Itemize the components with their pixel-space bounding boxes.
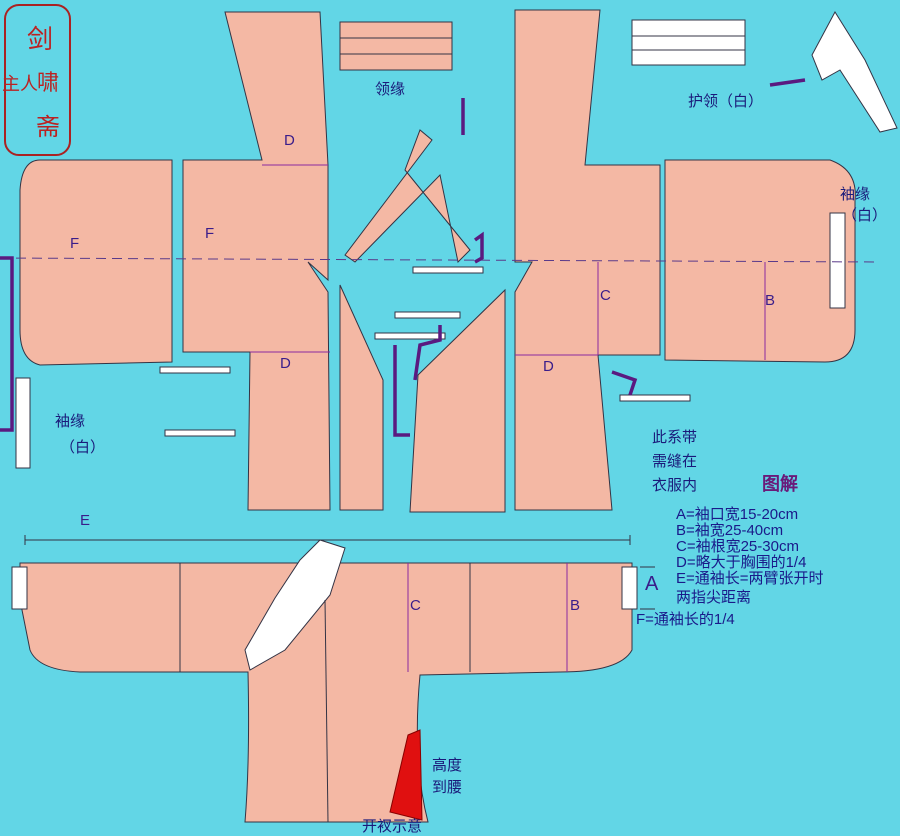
tie-strip bbox=[412, 266, 484, 274]
letter-a: A bbox=[645, 573, 659, 595]
left-gore-piece bbox=[339, 284, 384, 511]
right-gore-piece bbox=[409, 288, 506, 513]
letter-c: C bbox=[410, 597, 421, 614]
bottom-collar bbox=[244, 539, 346, 671]
tie-note-line: 衣服内 bbox=[652, 476, 698, 494]
tie-strip bbox=[394, 311, 461, 319]
right-cuff-label-white: （白） bbox=[842, 206, 888, 224]
collar-band-diagonal bbox=[344, 129, 471, 264]
height-note-line: 高度 bbox=[432, 756, 463, 774]
letter-d: D bbox=[280, 355, 291, 372]
letter-b: B bbox=[765, 292, 776, 309]
collar-band-top bbox=[339, 21, 453, 71]
slit-note: 开衩示意 bbox=[362, 817, 423, 835]
left-sleeve-piece bbox=[19, 159, 173, 366]
letter-b: B bbox=[570, 597, 581, 614]
left-cuff-strip bbox=[15, 377, 31, 469]
legend-line: 两指尖距离 bbox=[676, 589, 752, 606]
tie-strip bbox=[374, 332, 446, 340]
letter-d: D bbox=[284, 132, 295, 149]
right-cuff-strip bbox=[829, 212, 846, 309]
protective-collar-strip bbox=[631, 19, 746, 66]
letter-d: D bbox=[543, 358, 554, 375]
protective-collar-folded bbox=[811, 11, 898, 133]
right-cuff-label: 袖缘 bbox=[840, 185, 871, 203]
legend-line: B=袖宽25-40cm bbox=[676, 522, 784, 539]
letter-c: C bbox=[600, 287, 611, 304]
tie-strip bbox=[159, 366, 231, 374]
svg-text:斋: 斋 bbox=[36, 113, 60, 141]
slit-indicator bbox=[389, 729, 423, 821]
legend-line: C=袖根宽25-30cm bbox=[676, 538, 799, 555]
tie-strip bbox=[164, 429, 236, 437]
svg-text:啸: 啸 bbox=[37, 71, 59, 96]
bottom-cuff-left bbox=[11, 566, 28, 610]
legend-line: E=通袖长=两臂张开时 bbox=[676, 570, 824, 587]
seal-stamp: 剑 啸 斋 主人 bbox=[2, 4, 71, 156]
tie-strip bbox=[619, 394, 691, 402]
svg-text:剑: 剑 bbox=[27, 25, 53, 55]
protective-collar-label: 护领（白） bbox=[688, 92, 764, 110]
letter-f: F bbox=[205, 225, 215, 242]
letter-f: F bbox=[70, 235, 80, 252]
svg-text:主人: 主人 bbox=[2, 74, 38, 95]
bottom-cuff-right bbox=[621, 566, 638, 610]
collar-edge-label: 领缘 bbox=[375, 80, 406, 98]
legend-line: D=略大于胸围的1/4 bbox=[676, 554, 807, 571]
tie-note-line: 此系带 bbox=[652, 428, 698, 446]
legend-line: F=通袖长的1/4 bbox=[636, 611, 735, 628]
height-note-line: 到腰 bbox=[432, 778, 463, 796]
right-back-piece bbox=[514, 9, 661, 511]
left-cuff-label-white: （白） bbox=[60, 438, 106, 456]
legend-title: 图解 bbox=[762, 474, 798, 495]
tie-note-line: 需缝在 bbox=[652, 452, 698, 470]
legend-line: A=袖口宽15-20cm bbox=[676, 506, 799, 523]
left-cuff-label: 袖缘 bbox=[55, 412, 86, 430]
letter-e: E bbox=[80, 512, 91, 529]
